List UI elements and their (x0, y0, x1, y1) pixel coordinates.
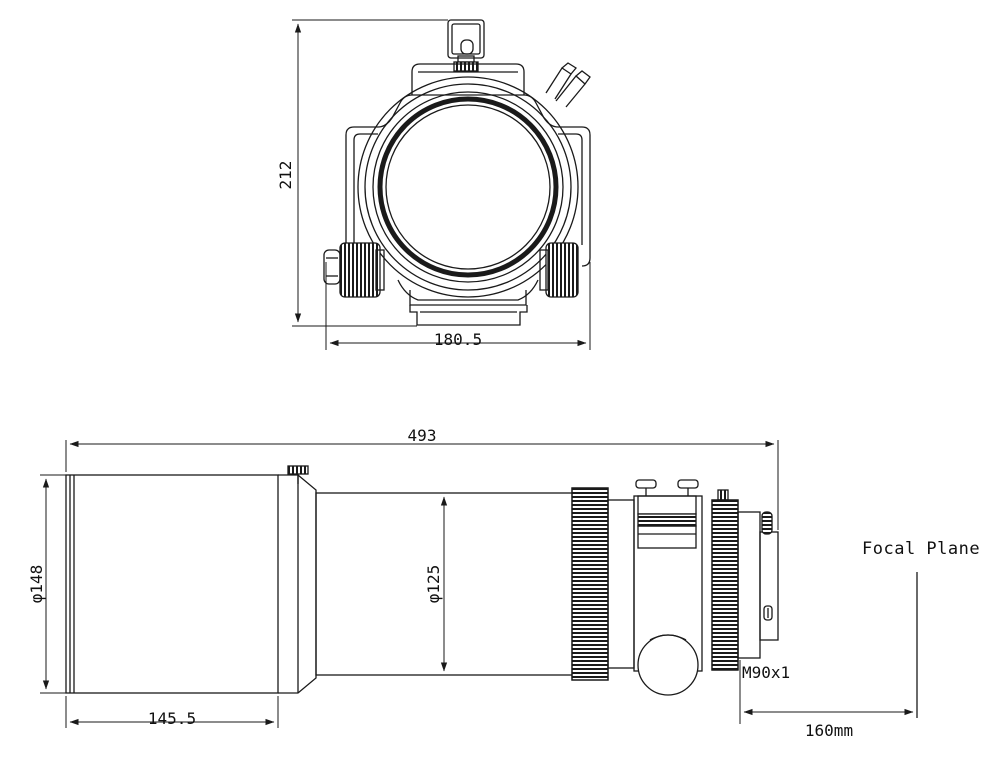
dovetail (409, 305, 528, 326)
dew-shield (65, 474, 279, 694)
main-tube (315, 492, 575, 676)
focal-plane-label: Focal Plane (862, 539, 980, 559)
front-width-label: 180.5 (434, 330, 482, 349)
front-height-label: 212 (276, 161, 295, 190)
focus-ring (571, 487, 609, 681)
top-bracket (411, 63, 525, 95)
left-focus-knob (323, 242, 385, 298)
rotator-ring (711, 499, 739, 671)
thread-adapter (737, 511, 761, 659)
front-dimensions (292, 19, 591, 350)
focuser-screws (635, 479, 699, 549)
objective-lens (385, 104, 551, 270)
ring-housing (345, 94, 591, 245)
tube-diameter-label: φ125 (424, 565, 443, 604)
side-lock-tubes (545, 62, 591, 108)
ring-outer-circle (357, 76, 579, 298)
dew-shield-diameter-label: φ148 (27, 565, 46, 604)
thread-label: M90x1 (742, 663, 790, 682)
front-view (323, 19, 591, 326)
lens-dark-ring (377, 96, 559, 278)
back-focus-label: 160mm (805, 721, 853, 740)
coarse-focus-knob (637, 634, 699, 696)
dew-shield-length-label: 145.5 (148, 709, 196, 728)
top-finder-handle (447, 19, 485, 72)
side-view (65, 465, 779, 696)
side-dimensions (40, 440, 914, 728)
right-focus-knob (539, 242, 579, 298)
dew-shield-transition (278, 474, 317, 694)
total-length-label: 493 (408, 426, 437, 445)
